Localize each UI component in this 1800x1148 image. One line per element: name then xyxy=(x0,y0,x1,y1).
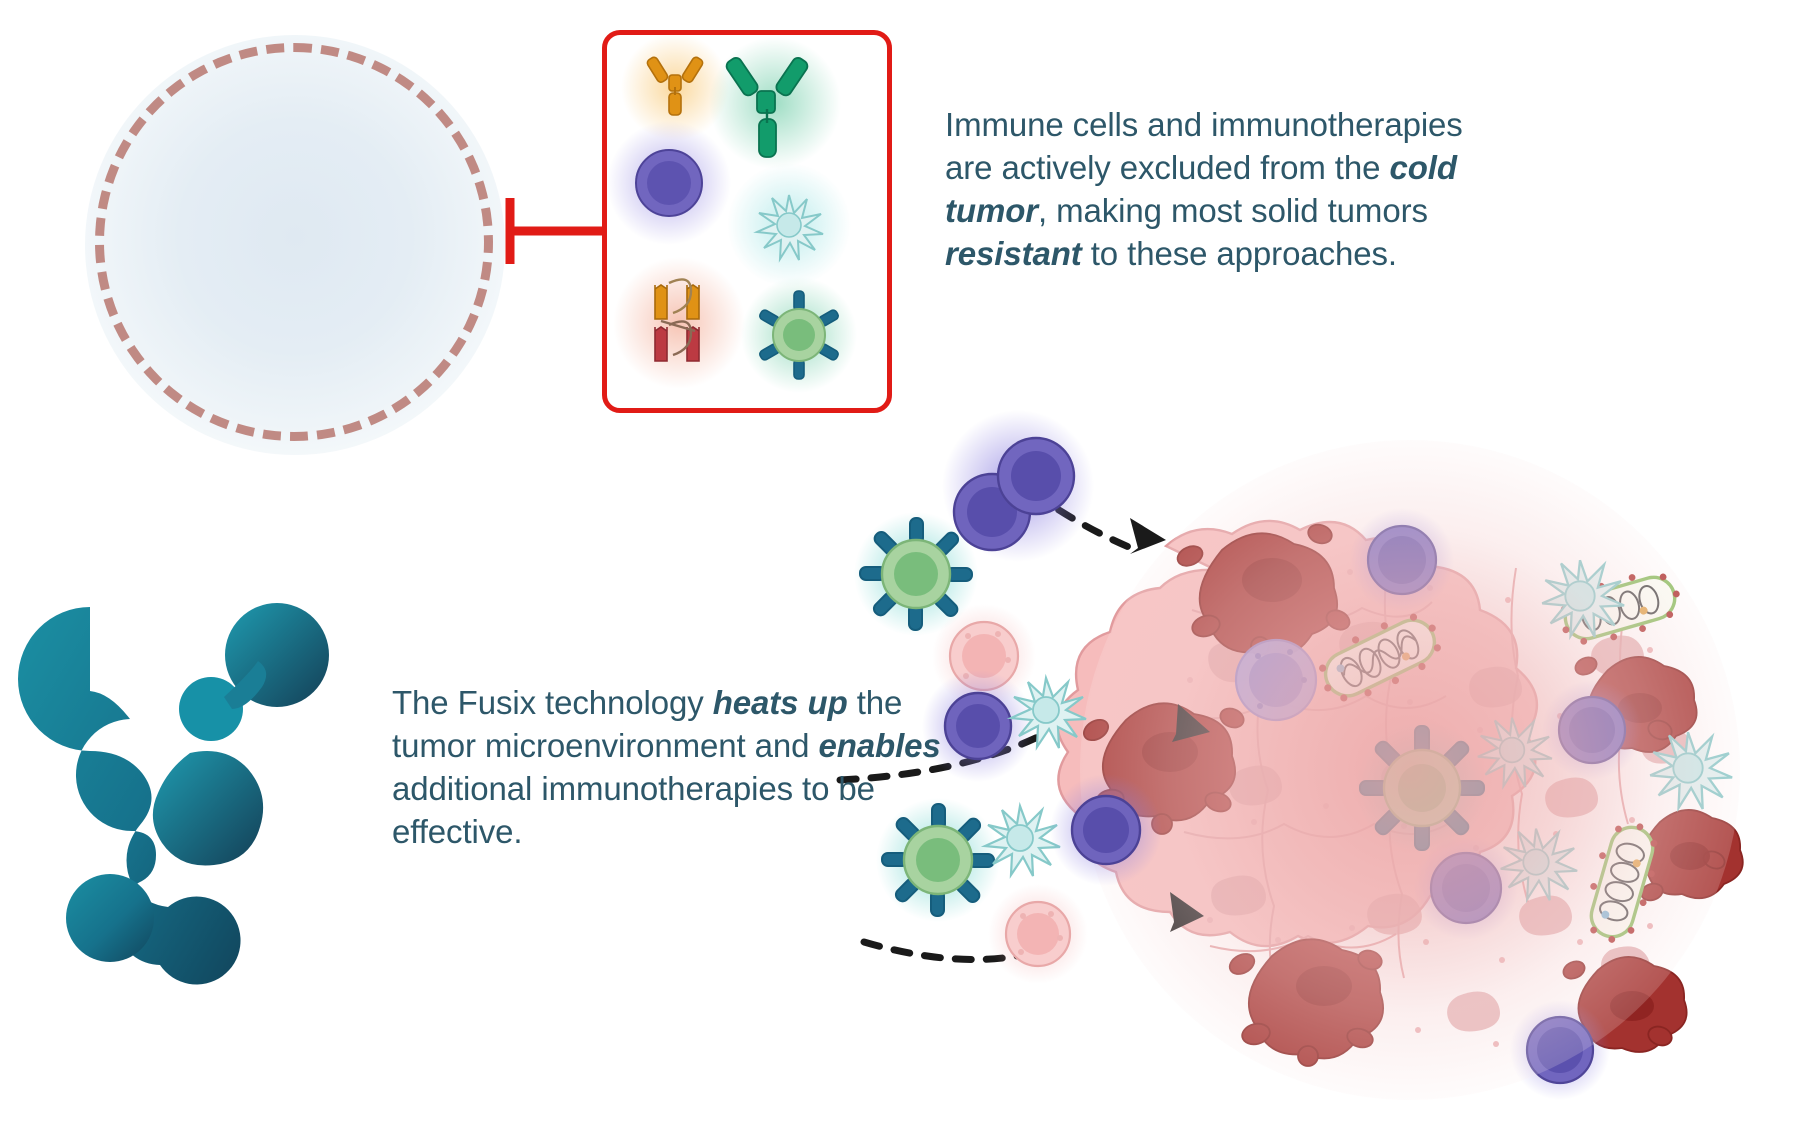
bispecific-engager-icon xyxy=(654,278,700,362)
dendritic-cell-icon xyxy=(753,194,824,263)
approaching-immune-cells xyxy=(854,410,1162,984)
hot-tumor-halo xyxy=(1080,440,1740,1100)
cold-tumor-illustration xyxy=(85,35,505,455)
fusix-logo xyxy=(12,585,342,985)
emphasis-text: resistant xyxy=(945,234,1082,272)
body-text: , making most solid tumors xyxy=(1038,191,1428,229)
emphasis-text: enables xyxy=(818,726,941,764)
lymphocyte-icon xyxy=(635,149,703,217)
cold-tumor-barrier xyxy=(95,43,493,441)
oncolytic-virus-outside-1 xyxy=(854,512,978,636)
antibody-orange-icon xyxy=(646,56,704,116)
dendritic-outside-2 xyxy=(980,801,1061,879)
body-text: additional immunotherapies to be effecti… xyxy=(392,769,875,850)
cold-tumor-caption: Immune cells and immunotherapies are act… xyxy=(945,104,1465,276)
hot-tumor-illustration xyxy=(836,430,1750,1140)
emphasis-text: cold tumor xyxy=(945,148,1457,229)
emphasis-text: heats up xyxy=(712,684,848,721)
fusix-technology-caption: The Fusix technology heats up the tumor … xyxy=(392,682,992,854)
body-text: Immune cells and immunotherapies are act… xyxy=(945,106,1463,186)
lymphocyte-outside-2 xyxy=(1050,774,1162,886)
lymphocyte-outside-1 xyxy=(922,670,1034,782)
oncolytic-virus-outside-2 xyxy=(876,798,1000,922)
body-text: to these approaches. xyxy=(1081,234,1397,272)
dendritic-outside-1 xyxy=(1006,673,1087,751)
body-text: the tumor microenvironment and xyxy=(392,684,903,764)
antibody-green-icon xyxy=(725,57,809,158)
lymphocyte-pair xyxy=(942,410,1094,562)
oncolytic-virus-icon xyxy=(759,290,839,380)
body-text: The Fusix technology xyxy=(392,684,713,721)
pale-immune-cell-2 xyxy=(988,884,1088,984)
excluded-immunotherapies-panel xyxy=(602,30,892,413)
